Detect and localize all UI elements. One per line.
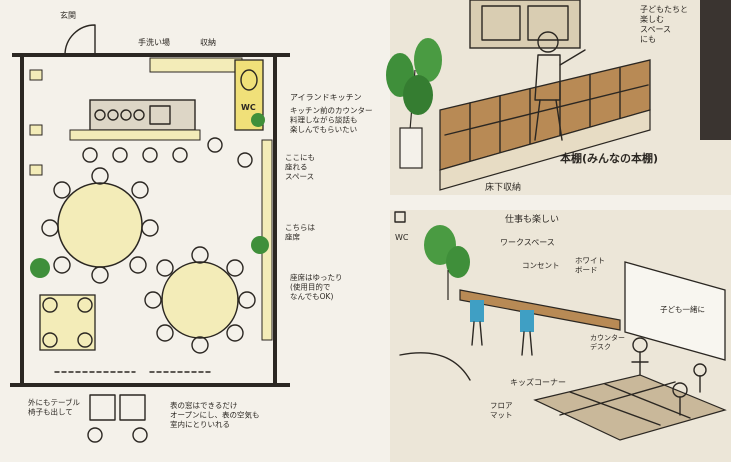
workspace-sketch: WC 仕事も楽しい ワークスペース コンセント ホワイトボード 子ども一緒に	[390, 210, 731, 462]
square-tables	[39, 294, 96, 351]
label-workspace-title: 仕事も楽しい	[505, 213, 559, 225]
chairs-right	[144, 246, 256, 354]
label-entrance-note: 表の窓はできるだけオープンにし、表の空気も室内にとりいれる	[170, 400, 260, 429]
plant-icon	[30, 258, 50, 278]
counter-stools	[82, 137, 253, 168]
plant-icon	[386, 38, 442, 169]
label-top-2: 手洗い場	[138, 37, 170, 47]
island-kitchen	[89, 99, 196, 131]
label-wc-sketch: WC	[395, 233, 409, 242]
label-kitchen: アイランドキッチン	[290, 93, 362, 102]
floor-plan: 玄関 手洗い場 収納 WC アイランドキッチン キッチン前のカウンター料理しなが…	[10, 10, 373, 443]
bookshelf-sketch: 本棚(みんなの本棚) 床下収納 子どもたちと楽しむスペースにも	[386, 0, 731, 195]
round-table-left	[57, 182, 143, 268]
plant-icon	[424, 225, 470, 300]
person-figure	[534, 31, 586, 141]
label-kids-corner: キッズコーナー	[510, 377, 566, 387]
chair-icon	[520, 310, 534, 332]
label-shelf: 本棚(みんなの本棚)	[560, 151, 658, 165]
label-wc-plan: WC	[241, 103, 256, 112]
round-table-right	[161, 261, 239, 339]
label-workspace: ワークスペース	[500, 238, 555, 247]
label-desk: カウンターデスク	[590, 333, 625, 351]
chair-icon	[470, 300, 484, 322]
label-right-note-2: こちらは座席	[285, 223, 315, 241]
label-tables-note: 座席はゆったり(使用目的でなんでもOK)	[290, 272, 343, 301]
plant-icon	[251, 236, 269, 254]
kids-figures	[631, 337, 707, 416]
door-swing	[64, 24, 96, 56]
chairs-left	[41, 167, 159, 284]
label-right-note-1: ここにも座れるスペース	[285, 153, 315, 181]
label-outlet: コンセント	[522, 261, 560, 270]
plant-icon	[251, 113, 265, 127]
label-floor-storage: 床下収納	[485, 181, 521, 193]
label-top-1: 玄関	[60, 10, 76, 20]
label-outside-note: 外にもテーブル椅子も出して	[28, 397, 81, 416]
label-top-3: 収納	[200, 37, 216, 47]
label-counter-note: キッチン前のカウンター料理しながら談話も楽しんでもらいたい	[290, 105, 373, 134]
label-kids-note: 子どもたちと楽しむスペースにも	[640, 5, 688, 44]
label-whiteboard: ホワイトボード	[575, 256, 605, 274]
label-floor-mat: フロアマット	[490, 401, 513, 419]
label-kids: 子ども一緒に	[660, 304, 705, 314]
